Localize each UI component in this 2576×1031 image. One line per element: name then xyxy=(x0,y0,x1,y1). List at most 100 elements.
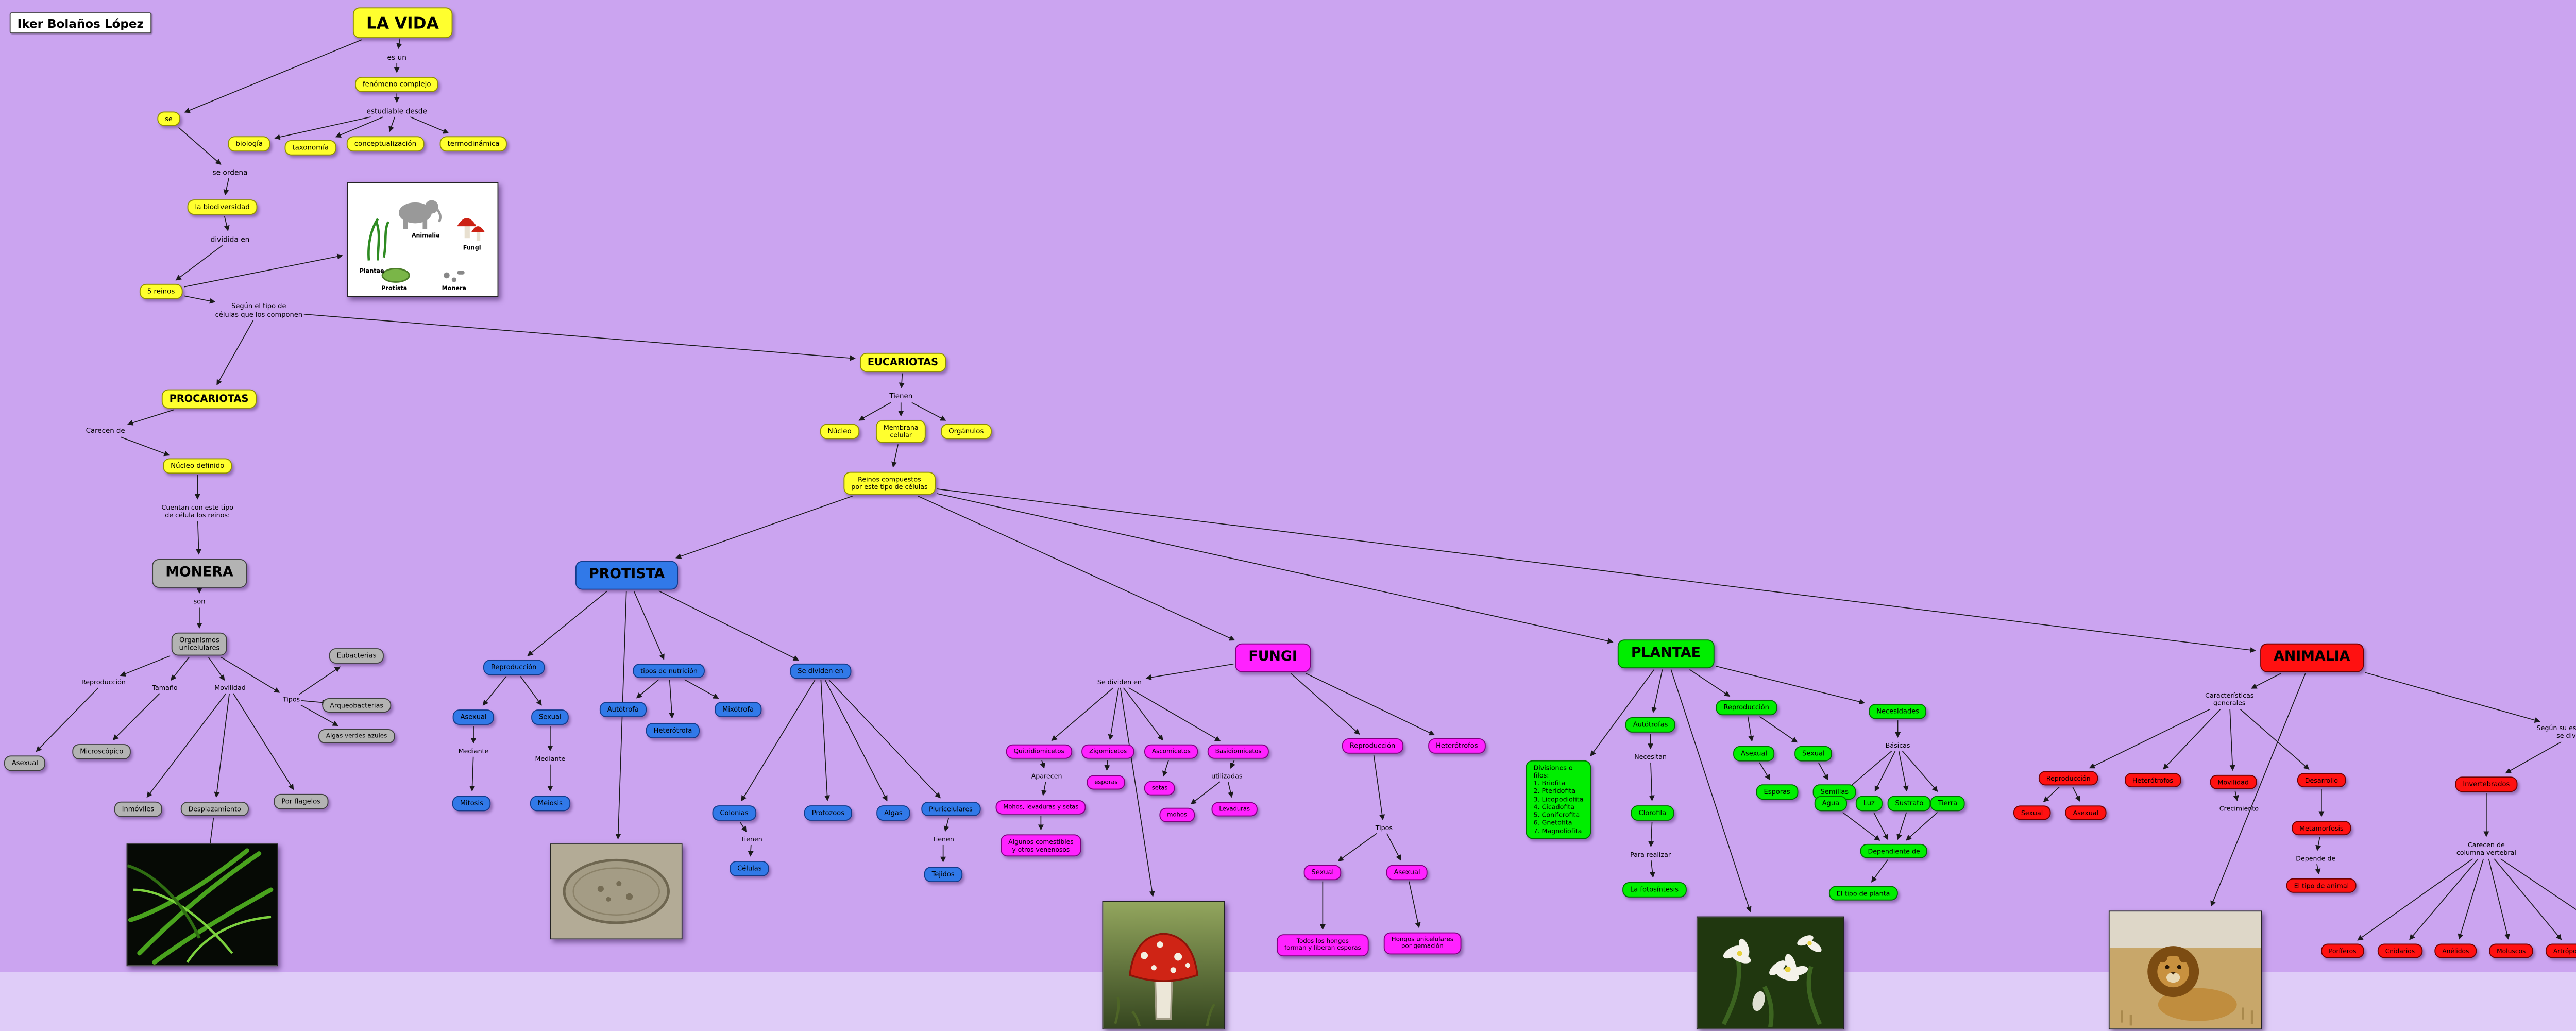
monera-bacteria-photo[interactable] xyxy=(126,843,278,967)
concept-basidiomicetos[interactable]: Basidiomicetos xyxy=(1207,744,1269,759)
concept-sexual-animalia[interactable]: Sexual xyxy=(2013,805,2051,820)
link-movilidad-monera[interactable]: Movilidad xyxy=(214,684,246,692)
concept-tipo-planta[interactable]: El tipo de planta xyxy=(1828,886,1898,901)
concept-asexual-fungi[interactable]: Asexual xyxy=(1386,865,1428,880)
link-carecen-columna[interactable]: Carecen de columna vertebral xyxy=(2456,841,2516,857)
link-tamano[interactable]: Tamaño xyxy=(152,684,178,692)
concept-nucleo-definido[interactable]: Núcleo definido xyxy=(163,458,232,474)
concept-todos-hongos-esporas[interactable]: Todos los hongos forman y liberan espora… xyxy=(1277,934,1369,956)
concept-reproduccion-plantae[interactable]: Reproducción xyxy=(1716,700,1777,715)
fungi-mushroom-photo[interactable] xyxy=(1102,901,1225,1030)
concept-celulas[interactable]: Células xyxy=(730,861,770,876)
concept-desplazamiento[interactable]: Desplazamiento xyxy=(180,801,249,817)
link-para-realizar[interactable]: Para realizar xyxy=(1630,851,1671,859)
concept-meiosis[interactable]: Meiosis xyxy=(530,796,570,811)
concept-protozoos[interactable]: Protozoos xyxy=(804,805,852,821)
concept-mixotrofa[interactable]: Mixótrofa xyxy=(715,702,761,717)
concept-artropodos[interactable]: Artrópodos xyxy=(2545,943,2576,958)
concept-5-reinos[interactable]: 5 reinos xyxy=(139,283,183,299)
concept-organismos-unicelulares[interactable]: Organismos unicelulares xyxy=(171,632,228,656)
concept-nucleo[interactable]: Núcleo xyxy=(820,424,859,439)
animalia-lion-photo[interactable] xyxy=(2108,910,2262,1030)
link-dividida-en[interactable]: dividida en xyxy=(210,235,250,244)
link-segun-tipo-celulas[interactable]: Según el tipo de células que los compone… xyxy=(215,302,302,318)
link-cuentan[interactable]: Cuentan con este tipo de célula los rein… xyxy=(161,504,233,520)
link-basicas[interactable]: Básicas xyxy=(1885,741,1910,750)
concept-gemacion[interactable]: Hongos unicelulares por gemación xyxy=(1383,932,1461,954)
concept-mohos[interactable]: mohos xyxy=(1159,807,1195,822)
link-tipos-monera[interactable]: Tipos xyxy=(282,696,300,704)
link-son[interactable]: son xyxy=(193,598,206,606)
concept-asexual-plantae[interactable]: Asexual xyxy=(1733,746,1775,761)
link-tienen-colonias[interactable]: Tienen xyxy=(740,836,762,843)
link-crecimiento[interactable]: Crecimiento xyxy=(2219,805,2259,813)
protista-microscope-photo[interactable] xyxy=(550,843,683,940)
concept-biologia[interactable]: biología xyxy=(228,136,270,151)
link-aparecen[interactable]: Aparecen xyxy=(1031,772,1062,781)
concept-moluscos[interactable]: Moluscos xyxy=(2489,943,2534,958)
concept-esporas-fungi[interactable]: esporas xyxy=(1087,775,1126,789)
concept-pluricelulares-protista[interactable]: Pluricelulares xyxy=(921,801,980,817)
concept-arqueobacterias[interactable]: Arqueobacterias xyxy=(322,698,391,713)
concept-esporas-plantae[interactable]: Esporas xyxy=(1756,784,1798,800)
concept-eucariotas[interactable]: EUCARIOTAS xyxy=(860,352,946,372)
concept-procariotas[interactable]: PROCARIOTAS xyxy=(161,389,257,409)
concept-monera[interactable]: MONERA xyxy=(152,559,247,588)
concept-desarrollo[interactable]: Desarrollo xyxy=(2297,773,2346,788)
link-mediante-2[interactable]: Mediante xyxy=(535,755,566,763)
link-tienen-pluricelulares[interactable]: Tienen xyxy=(932,836,954,843)
link-depende-de[interactable]: Depende de xyxy=(2296,855,2336,863)
concept-termodinamica[interactable]: termodinámica xyxy=(439,136,507,151)
concept-heterotrofos-fungi[interactable]: Heterótrofos xyxy=(1428,738,1486,753)
concept-agua[interactable]: Agua xyxy=(1814,796,1847,811)
concept-asexual-protista[interactable]: Asexual xyxy=(452,709,495,725)
concept-fenomeno-complejo[interactable]: fenómeno complejo xyxy=(355,77,439,92)
concept-dependiente-de[interactable]: Dependiente de xyxy=(1860,843,1928,859)
concept-fotosintesis[interactable]: La fotosíntesis xyxy=(1622,882,1686,897)
concept-colonias[interactable]: Colonias xyxy=(712,805,756,821)
concept-cnidarios[interactable]: Cnidarios xyxy=(2377,943,2423,958)
concept-por-flagelos[interactable]: Por flagelos xyxy=(274,793,328,809)
link-tienen-eucariotas[interactable]: Tienen xyxy=(889,392,913,400)
concept-reproduccion-animalia[interactable]: Reproducción xyxy=(2038,771,2098,786)
concept-mitosis[interactable]: Mitosis xyxy=(452,796,491,811)
link-segun-estructura[interactable]: Según su estructura ósea se dividen en xyxy=(2536,724,2576,740)
concept-tipos-nutricion[interactable]: tipos de nutrición xyxy=(633,664,705,679)
concept-movilidad-animalia[interactable]: Movilidad xyxy=(2210,774,2257,790)
concept-divisiones[interactable]: Divisiones o filos: 1. Briofita 2. Pteri… xyxy=(1526,760,1591,839)
concept-reinos-compuestos[interactable]: Reinos compuestos por este tipo de célul… xyxy=(843,471,936,495)
author[interactable]: Iker Bolaños López xyxy=(9,12,151,34)
concept-biodiversidad[interactable]: la biodiversidad xyxy=(187,199,258,215)
concept-poriferos[interactable]: Poríferos xyxy=(2321,943,2364,958)
concept-reproduccion-fungi[interactable]: Reproducción xyxy=(1342,738,1403,753)
link-mediante-1[interactable]: Mediante xyxy=(458,747,489,755)
concept-tipo-animal[interactable]: El tipo de animal xyxy=(2286,878,2357,893)
link-utilizadas[interactable]: utilizadas xyxy=(1211,772,1243,781)
five-kingdoms-illustration[interactable]: Plantae Animalia Fungi Protista Monera xyxy=(347,182,499,297)
concept-sexual-fungi[interactable]: Sexual xyxy=(1303,865,1342,880)
concept-sustrato[interactable]: Sustrato xyxy=(1887,796,1931,811)
concept-heterotrofa[interactable]: Heterótrofa xyxy=(646,723,700,738)
concept-algas[interactable]: Algas xyxy=(876,805,910,821)
concept-comestibles[interactable]: Algunos comestibles y otros venenosos xyxy=(1001,834,1081,857)
concept-la-vida[interactable]: LA VIDA xyxy=(352,7,452,39)
concept-se[interactable]: se xyxy=(157,111,180,126)
link-es-un[interactable]: es un xyxy=(387,53,406,62)
concept-autotrofa[interactable]: Autótrofa xyxy=(599,702,647,717)
concept-inmoviles[interactable]: Inmóviles xyxy=(114,801,162,817)
concept-invertebrados[interactable]: Invertebrados xyxy=(2455,776,2518,792)
concept-zigomicetos[interactable]: Zigomicetos xyxy=(1081,744,1135,759)
concept-sexual-plantae[interactable]: Sexual xyxy=(1794,746,1833,761)
link-tipos-fungi[interactable]: Tipos xyxy=(1375,824,1393,832)
concept-luz[interactable]: Luz xyxy=(1855,796,1883,811)
concept-taxonomia[interactable]: taxonomía xyxy=(284,140,337,156)
concept-tejidos[interactable]: Tejidos xyxy=(924,867,962,882)
plantae-flowers-photo[interactable] xyxy=(1696,916,1844,1030)
concept-animalia[interactable]: ANIMALIA xyxy=(2260,643,2364,672)
link-se-ordena[interactable]: se ordena xyxy=(212,168,248,177)
concept-tierra[interactable]: Tierra xyxy=(1930,796,1965,811)
concept-clorofila[interactable]: Clorofila xyxy=(1631,805,1674,821)
concept-quitridiomicetos[interactable]: Quitridiomicetos xyxy=(1006,744,1072,759)
concept-algas-verdes-azules[interactable]: Algas verdes-azules xyxy=(318,729,395,743)
concept-heterotrofos-animalia[interactable]: Heterótrofos xyxy=(2125,773,2181,788)
